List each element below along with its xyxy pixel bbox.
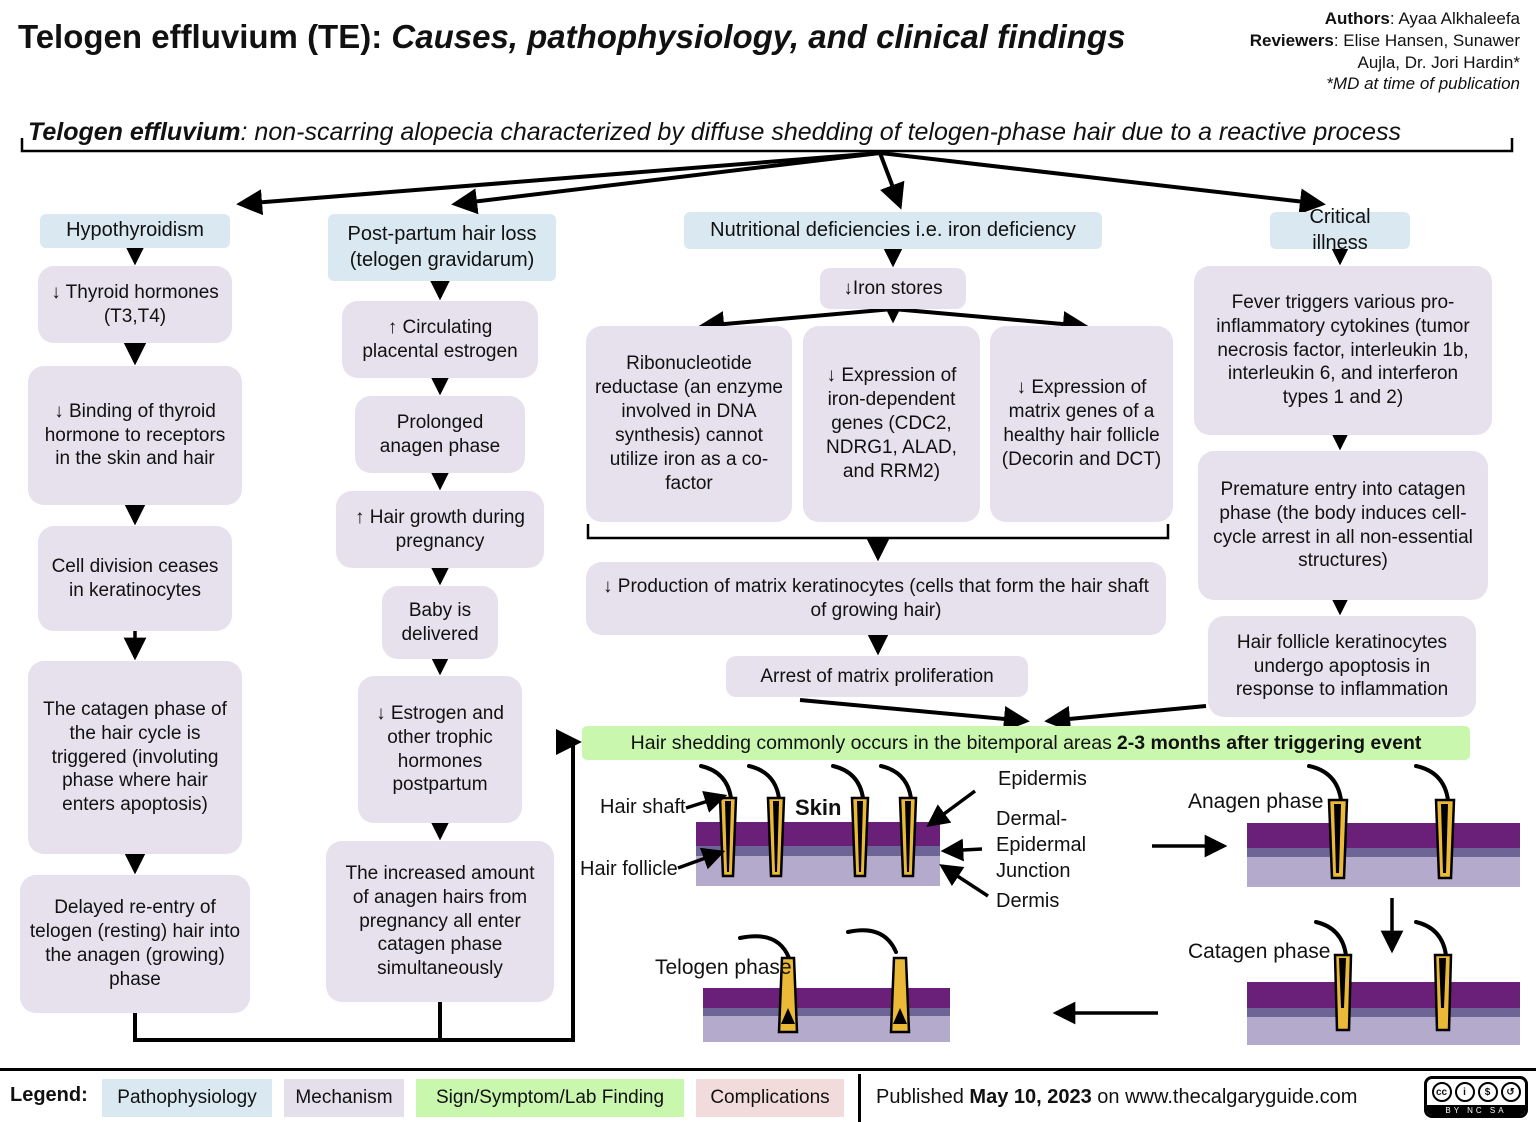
dermis-layer <box>1247 857 1520 887</box>
box-iron-stores: ↓Iron stores <box>820 268 966 309</box>
hair-follicle-illustration <box>1307 764 1349 880</box>
dermal-epidermal-junction-layer <box>1247 1008 1520 1017</box>
box-hypothyroidism-step-2: ↓ Binding of thyroid hormone to receptor… <box>28 366 242 505</box>
page-title-subject: Causes, pathophysiology, and clinical fi… <box>391 18 1126 55</box>
epidermis-layer <box>703 988 950 1008</box>
dermis-layer <box>703 1016 950 1042</box>
box-critical-step-1: Fever triggers various pro-inflammatory … <box>1194 266 1492 435</box>
label-skin: Skin <box>795 795 842 820</box>
dermal-epidermal-junction-layer <box>696 846 940 856</box>
definition-text: : non-scarring alopecia characterized by… <box>240 118 1401 146</box>
label-catagen-phase: Catagen phase <box>1188 940 1331 963</box>
legend-vertical-divider <box>858 1074 861 1122</box>
telogen-phase-diagram <box>703 928 950 1042</box>
cc-icon: cc <box>1431 1082 1452 1102</box>
credits-block: Authors: Ayaa Alkhaleefa Reviewers: Elis… <box>1250 8 1520 95</box>
box-postpartum-step-4: Baby is delivered <box>382 586 498 659</box>
anagen-phase-diagram <box>1247 764 1520 887</box>
published-prefix: Published <box>876 1086 964 1108</box>
legend-divider-line <box>0 1068 1536 1071</box>
cause-header-critical-illness: Critical illness <box>1270 206 1410 254</box>
box-postpartum-step-3: ↑ Hair growth during pregnancy <box>336 491 544 568</box>
md-footnote: *MD at time of publication <box>1326 74 1520 94</box>
legend-item-mechanism: Mechanism <box>284 1079 404 1117</box>
hair-shedding-finding: Hair shedding commonly occurs in the bit… <box>582 726 1470 760</box>
label-telogen-phase: Telogen phase <box>655 956 792 979</box>
label-hair-shaft: Hair shaft <box>600 796 686 818</box>
dermal-epidermal-junction-layer <box>703 1008 950 1016</box>
box-hypothyroidism-step-1: ↓ Thyroid hormones (T3,T4) <box>38 266 232 343</box>
finding-timing: 2-3 months after triggering event <box>1116 731 1422 754</box>
page-title-main: Telogen effluvium (TE): <box>18 18 392 55</box>
published-site-link[interactable]: www.thecalgaryguide.com <box>1125 1086 1358 1108</box>
box-hypothyroidism-step-5: Delayed re-entry of telogen (resting) ha… <box>20 875 250 1013</box>
box-nutritional-branch-3: ↓ Expression of matrix genes of a health… <box>990 326 1173 522</box>
reviewers-names: : Elise Hansen, Sunawer <box>1333 30 1520 50</box>
non-commercial-icon: $ <box>1477 1082 1498 1102</box>
attribution-icon: i <box>1454 1082 1475 1102</box>
published-date: May 10, 2023 <box>969 1086 1092 1108</box>
cause-fan-arrows <box>20 138 1514 216</box>
hair-follicle-illustration <box>699 764 738 878</box>
box-postpartum-step-5: ↓ Estrogen and other trophic hormones po… <box>358 676 522 823</box>
box-hypothyroidism-step-4: The catagen phase of the hair cycle is t… <box>28 661 242 854</box>
skin-cross-section-diagram <box>696 764 940 886</box>
label-anagen-phase: Anagen phase <box>1188 790 1324 813</box>
hair-follicle-illustration <box>747 764 786 878</box>
publication-info: Published May 10, 2023 on www.thecalgary… <box>876 1086 1357 1109</box>
label-epidermis: Epidermis <box>998 768 1087 790</box>
box-postpartum-step-1: ↑ Circulating placental estrogen <box>342 301 538 378</box>
dermis-layer <box>696 856 940 886</box>
label-hair-follicle: Hair follicle <box>580 858 678 880</box>
epidermis-layer <box>1247 823 1520 848</box>
epidermis-layer <box>1247 982 1520 1008</box>
box-postpartum-step-6: The increased amount of anagen hairs fro… <box>326 841 554 1002</box>
hair-follicle-illustration <box>738 934 799 1034</box>
legend-item-pathophysiology: Pathophysiology <box>102 1079 272 1117</box>
share-alike-icon: ↺ <box>1500 1082 1521 1102</box>
definition-banner: Telogen effluvium: non-scarring alopecia… <box>28 118 1518 147</box>
legend-item-complications: Complications <box>696 1079 844 1117</box>
published-mid: on <box>1097 1086 1120 1108</box>
cc-license-text: BY NC SA <box>1427 1105 1525 1115</box>
cause-header-nutritional: Nutritional deficiencies i.e. iron defic… <box>684 212 1102 249</box>
label-dermal-epidermal-junction: Dermal- Epidermal Junction <box>996 808 1087 882</box>
label-dermis: Dermis <box>996 890 1060 912</box>
reviewers-line: Reviewers: Elise Hansen, Sunawer <box>1250 30 1520 52</box>
box-nutritional-branch-2: ↓ Expression of iron-dependent genes (CD… <box>803 326 980 522</box>
hair-follicle-illustration <box>846 928 911 1034</box>
legend-item-sign-symptom: Sign/Symptom/Lab Finding <box>416 1079 684 1117</box>
box-critical-step-3: Hair follicle keratinocytes undergo apop… <box>1208 616 1476 717</box>
reviewers-line-2: Aujla, Dr. Jori Hardin* <box>1357 52 1520 72</box>
authors-line: Authors: Ayaa Alkhaleefa <box>1250 8 1520 30</box>
box-nutritional-branch-1: Ribonucleotide reductase (an enzyme invo… <box>586 326 792 522</box>
finding-text: Hair shedding commonly occurs in the bit… <box>630 731 1112 754</box>
hair-follicle-illustration <box>1414 764 1456 880</box>
hair-follicle-illustration <box>1414 920 1453 1032</box>
page-title: Telogen effluvium (TE): Causes, pathophy… <box>18 18 1125 56</box>
cause-header-hypothyroidism: Hypothyroidism <box>40 214 230 248</box>
dermal-epidermal-junction-layer <box>1247 848 1520 857</box>
reviewers-label: Reviewers <box>1249 30 1334 50</box>
cc-icon-row: cc i $ ↺ <box>1427 1079 1525 1105</box>
dermis-layer <box>1247 1017 1520 1045</box>
box-arrest-matrix-proliferation: Arrest of matrix proliferation <box>726 656 1028 697</box>
hair-follicle-illustration <box>879 764 918 878</box>
authors-label: Authors <box>1324 9 1390 28</box>
box-hypothyroidism-step-3: Cell division ceases in keratinocytes <box>38 526 232 631</box>
legend-label: Legend: <box>10 1084 88 1106</box>
cc-license-badge: cc i $ ↺ BY NC SA <box>1424 1076 1528 1118</box>
box-postpartum-step-2: Prolonged anagen phase <box>355 396 525 473</box>
cause-header-postpartum: Post-partum hair loss (telogen gravidaru… <box>328 214 556 281</box>
box-matrix-keratinocyte-production: ↓ Production of matrix keratinocytes (ce… <box>586 562 1166 635</box>
authors-names: : Ayaa Alkhaleefa <box>1389 9 1520 28</box>
definition-term: Telogen effluvium <box>28 118 241 146</box>
epidermis-layer <box>696 822 940 846</box>
box-critical-step-2: Premature entry into catagen phase (the … <box>1198 451 1488 600</box>
